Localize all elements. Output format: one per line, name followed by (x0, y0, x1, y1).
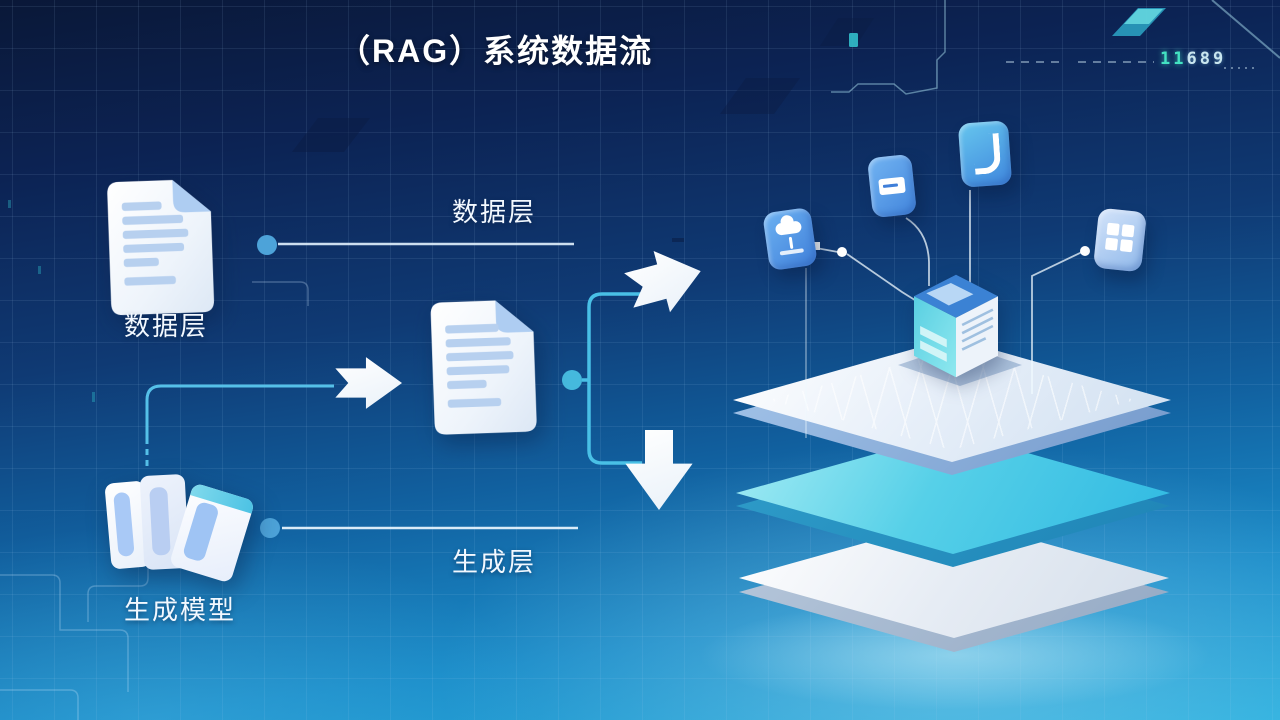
cloud-glyph (774, 220, 803, 236)
server-box-icon (914, 274, 998, 383)
server-box-art (914, 274, 998, 378)
document-icon (102, 176, 225, 318)
cloud-stem (788, 236, 794, 250)
page-fold-icon (957, 120, 1013, 188)
book-spine (181, 500, 220, 563)
digital-counter: 11689 (1160, 49, 1226, 69)
card-glyph (878, 176, 906, 196)
book-spine (113, 491, 135, 557)
digital-counter-prefix: 11 (1160, 49, 1187, 69)
data-doc-label: 数据层 (124, 311, 209, 341)
card-icon (866, 153, 918, 219)
flow-top-label: 数据层 (452, 197, 537, 227)
central-document-icon (425, 290, 546, 444)
page-title: （RAG）系统数据流 (338, 33, 654, 69)
flow-bottom-label: 生成层 (452, 547, 537, 577)
digital-counter-digits: 689 (1186, 49, 1227, 69)
cloud-base (779, 248, 804, 256)
cloud-doc-icon (762, 206, 818, 272)
gen-model-label: 生成模型 (124, 595, 237, 625)
book-spine (149, 486, 171, 556)
page-fold-glyph (972, 133, 1002, 175)
books-stack-icon (104, 468, 264, 588)
app-grid-icon (1092, 207, 1148, 273)
central-document-art (430, 300, 537, 435)
platform-top (733, 338, 1171, 475)
app-grid-glyph (1104, 222, 1135, 253)
document-icon-art (107, 179, 215, 316)
